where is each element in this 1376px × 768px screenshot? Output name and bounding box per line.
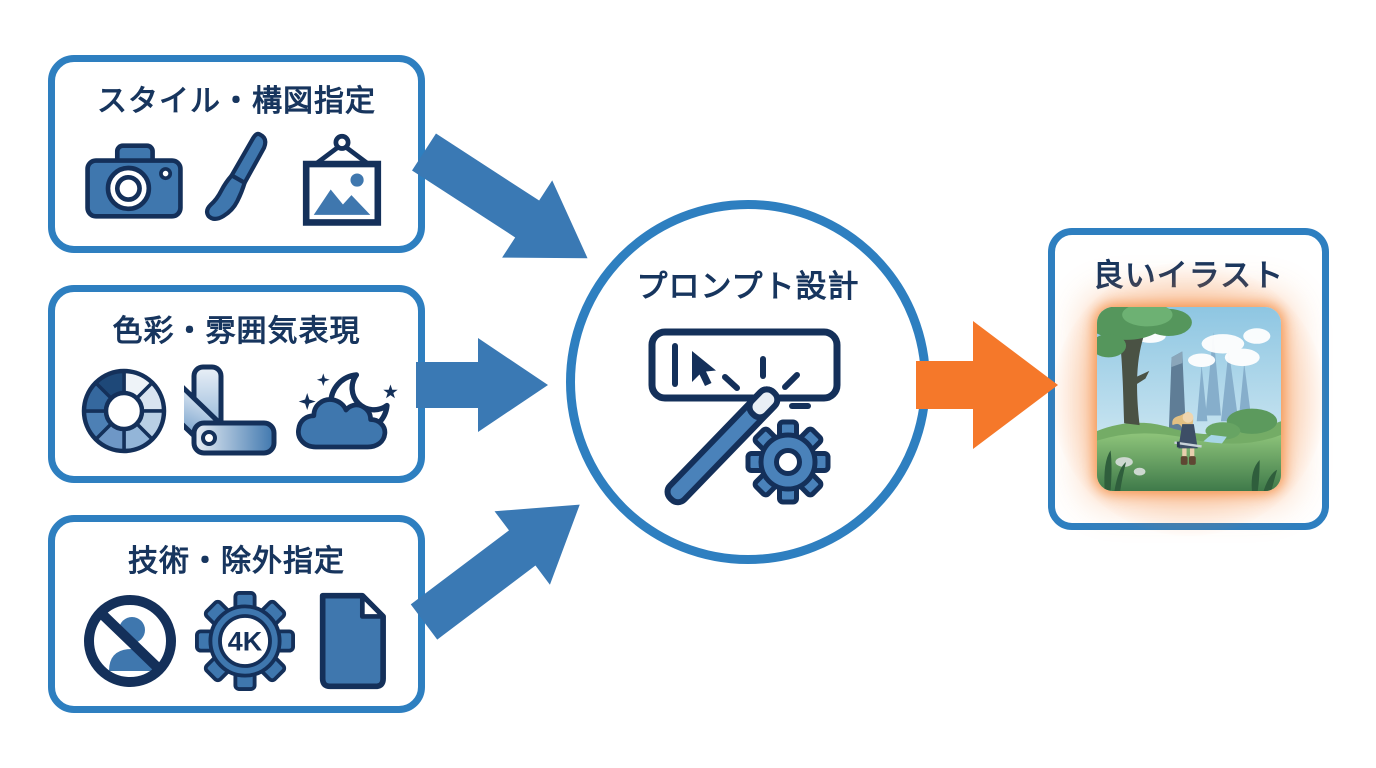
gear-4k-label: 4K [227, 627, 262, 657]
generated-illustration [1096, 307, 1281, 491]
gear-4k-icon: 4K [194, 591, 295, 691]
camera-icon [85, 143, 183, 219]
gear-icon [745, 419, 831, 505]
sparkle-icon [722, 356, 811, 409]
character-girl [1171, 411, 1202, 465]
icon-row [55, 350, 418, 472]
output-box-good-illustration: 良いイラスト [1048, 228, 1329, 536]
icon-row [55, 120, 418, 242]
input-box-style-composition: スタイル・構図指定 [48, 55, 425, 253]
prompt-design-art [648, 328, 841, 506]
input-box-color-atmosphere: 色彩・雰囲気表現 [48, 285, 425, 483]
document-icon [320, 592, 387, 690]
box-title: 色彩・雰囲気表現 [112, 315, 361, 348]
center-node-title: プロンプト設計 [636, 269, 860, 304]
arrow-center-to-output [916, 321, 1058, 449]
color-swatches-icon [183, 364, 276, 456]
color-wheel-icon [82, 368, 167, 454]
magic-wand-icon [664, 386, 781, 506]
no-person-icon [83, 595, 176, 687]
box-title: スタイル・構図指定 [97, 85, 376, 118]
input-box-technical-exclusion: 技術・除外指定 [48, 515, 425, 713]
icon-row: 4K [55, 580, 418, 702]
fantasy-scene [1096, 307, 1281, 491]
text-input-cursor-icon [648, 328, 841, 402]
center-node-prompt-design: プロンプト設計 [566, 200, 930, 564]
paintbrush-icon [204, 131, 267, 221]
framed-picture-icon [303, 133, 382, 226]
cloud-moon-icon [295, 372, 398, 450]
illustration-wrap [1051, 262, 1326, 536]
box-title: 技術・除外指定 [128, 545, 345, 578]
arrow-color-to-center [416, 338, 548, 432]
